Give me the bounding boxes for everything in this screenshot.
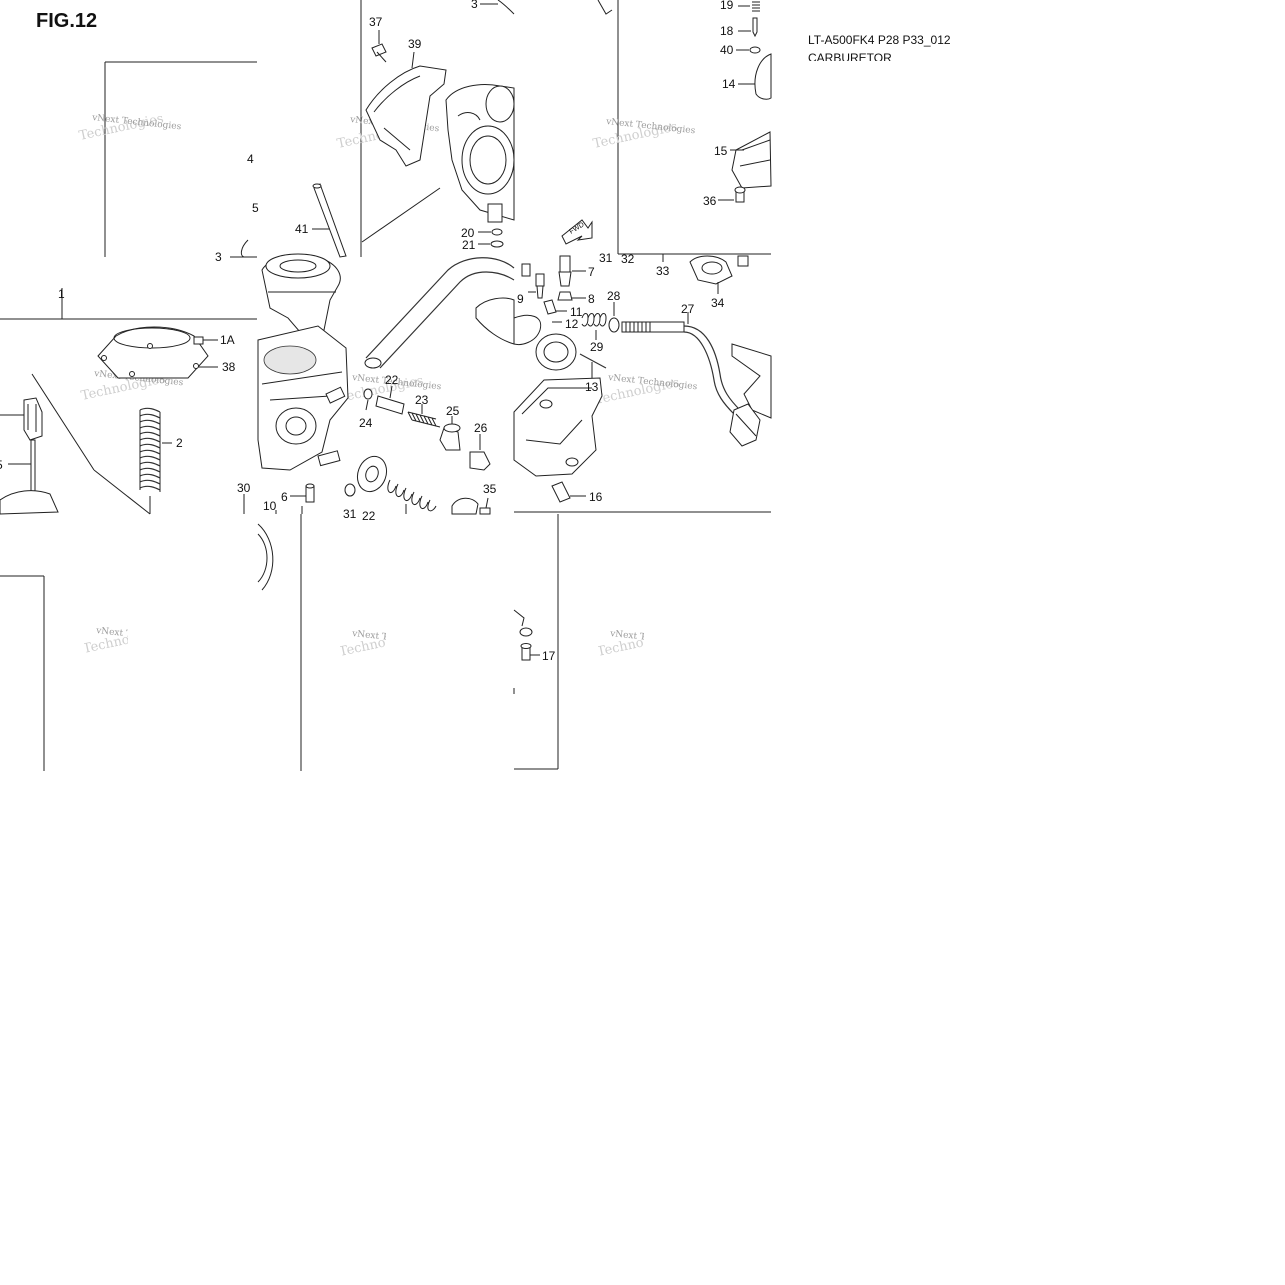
callout-21: 21: [462, 238, 476, 252]
tile-frames: [0, 0, 771, 771]
callout-13: 13: [585, 380, 599, 394]
callout-35: 35: [483, 482, 497, 496]
callout-29: 29: [590, 340, 604, 354]
callout-22: 22: [385, 373, 399, 387]
callout-41: 41: [295, 222, 309, 236]
callout-34: 34: [711, 296, 725, 310]
pilot-spring: [407, 411, 441, 428]
spring: [139, 407, 161, 492]
callout-23: 23: [415, 393, 429, 407]
callout-5: 5: [252, 201, 259, 215]
callout-14: 14: [722, 77, 736, 91]
carburetor-main-body: [243, 253, 515, 515]
callout-31: 31: [343, 507, 357, 521]
callout-7: 7: [588, 265, 595, 279]
tube-and-top-parts: [230, 183, 347, 258]
bottom-fragments: [257, 523, 540, 661]
callout-26: 26: [474, 421, 488, 435]
figure-title: FIG.12: [36, 10, 98, 32]
callout-32: 32: [621, 252, 635, 266]
callout-9: 9: [517, 292, 524, 306]
callout-2: 2: [176, 436, 183, 450]
callout-31b: 31: [599, 251, 613, 265]
figure-code: LT-A500FK4 P28 P33_012: [808, 33, 951, 47]
callout-19: 19: [720, 0, 734, 12]
callout-5b: 5: [0, 458, 3, 472]
callout-27: 27: [681, 302, 695, 316]
callout-1: 1: [58, 287, 65, 301]
callout-18: 18: [720, 24, 734, 38]
callout-37: 37: [369, 15, 383, 29]
callout-28: 28: [607, 289, 621, 303]
callout-30: 30: [237, 481, 251, 495]
callout-38: 38: [222, 360, 236, 374]
fwd-arrow-icon: FWD: [561, 219, 593, 245]
carburetor-top-assembly: [0, 300, 218, 515]
callout-40: 40: [720, 43, 734, 57]
callout-33: 33: [656, 264, 670, 278]
callout-24: 24: [359, 416, 373, 430]
callout-12: 12: [565, 317, 579, 331]
callout-16: 16: [589, 490, 603, 504]
callout-3: 3: [471, 0, 478, 11]
callout-17: 17: [542, 649, 556, 663]
float-bowl-and-cable: FWD: [513, 219, 772, 503]
callout-4: 4: [247, 152, 254, 166]
callout-11: 11: [570, 305, 583, 319]
callout-6: 6: [281, 490, 288, 504]
carburetor-upper-body: [361, 0, 515, 248]
callout-20: 20: [461, 226, 475, 240]
callout-10: 10: [263, 499, 277, 513]
callouts: 37 39 3 20 21 4 5 41 3 19 18 40 14 15 36…: [0, 0, 736, 663]
callout-25: 25: [446, 404, 460, 418]
callout-1A: 1A: [220, 333, 235, 347]
callout-15: 15: [714, 144, 728, 158]
float-chamber-parts: [597, 0, 772, 203]
callout-8: 8: [588, 292, 595, 306]
callout-36: 36: [703, 194, 717, 208]
callout-39: 39: [408, 37, 422, 51]
callout-22b: 22: [362, 509, 376, 523]
figure-subtitle: CARBURETOR: [808, 51, 892, 61]
callout-3b: 3: [215, 250, 222, 264]
